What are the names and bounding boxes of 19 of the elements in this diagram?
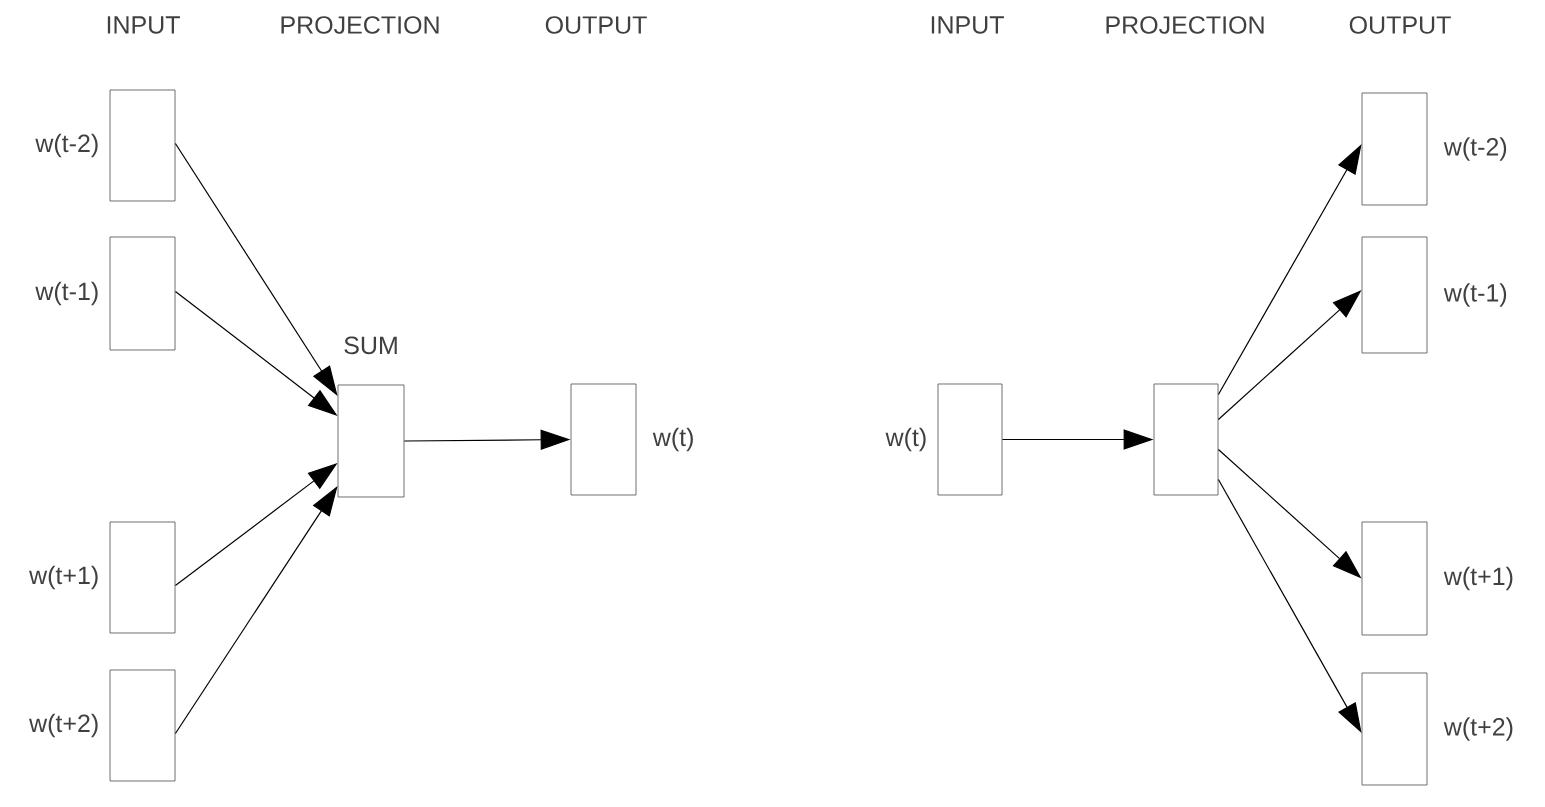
word-label: w(t) [885, 427, 926, 452]
word-label: w(t+2) [1443, 717, 1513, 741]
word-label: w(t+2) [29, 713, 98, 738]
column-heading: OUTPUT [1349, 16, 1451, 34]
word-label: w(t+1) [1443, 566, 1513, 591]
word-label: w(t-2) [1443, 137, 1507, 161]
word-label: w(t) [652, 427, 693, 452]
word-label: w(t-1) [1443, 283, 1507, 307]
column-heading: OUTPUT [545, 16, 647, 34]
vector-box [1153, 383, 1219, 496]
word-label: w(t-2) [35, 133, 98, 158]
word-label: w(t+1) [29, 565, 98, 590]
column-heading: PROJECTION [281, 16, 439, 34]
node-label: SUM [344, 336, 397, 355]
column-heading: INPUT [931, 16, 1004, 34]
arrow [174, 486, 338, 735]
column-heading: INPUT [107, 16, 180, 34]
column-heading: PROJECTION [1106, 16, 1264, 34]
word-label: w(t-1) [35, 281, 98, 306]
